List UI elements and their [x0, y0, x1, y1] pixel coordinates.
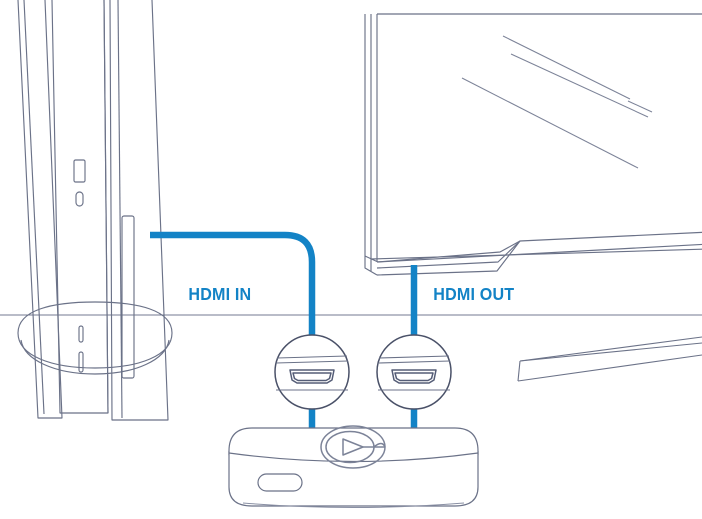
hdmi-in-port[interactable]	[274, 334, 350, 410]
hdmi-in-cable	[150, 231, 316, 340]
hdmi-connector-icon	[289, 369, 335, 384]
television	[364, 13, 702, 276]
game-console	[17, 0, 173, 421]
elgato-logo	[320, 425, 386, 469]
hdmi-out-label: HDMI OUT	[433, 284, 515, 304]
hdmi-out-port[interactable]	[376, 334, 452, 410]
capture-card	[228, 427, 479, 508]
tv-screen-glare-lines	[461, 35, 653, 169]
hdmi-in-label: HDMI IN	[188, 284, 251, 304]
hdmi-connector-icon	[391, 369, 437, 384]
shelf-edge	[517, 336, 702, 382]
